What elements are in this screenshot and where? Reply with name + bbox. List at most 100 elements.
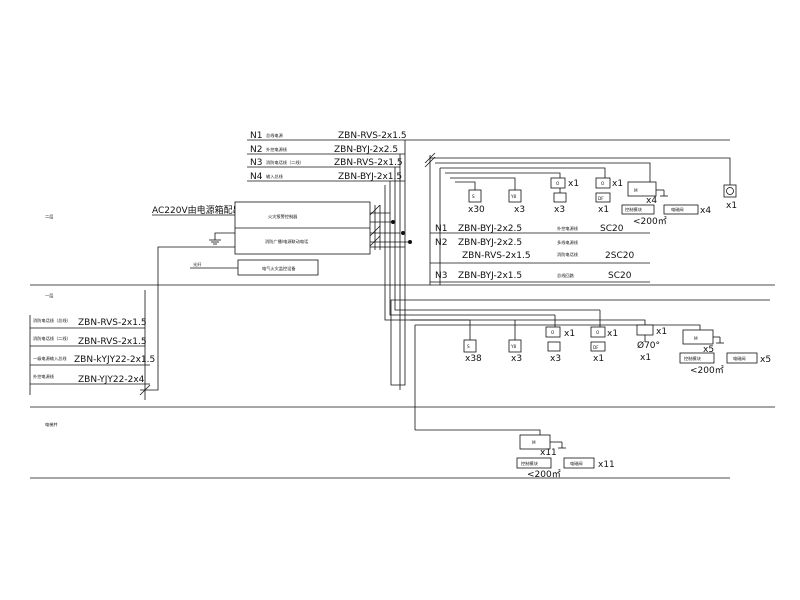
svg-text:x1: x1 bbox=[564, 329, 575, 339]
shaft-motor-label: M bbox=[532, 440, 536, 445]
table-cable-0: ZBN-BYJ-2x2.5 bbox=[458, 224, 522, 234]
svg-text:x4: x4 bbox=[700, 206, 711, 216]
left-cable-1: ZBN-RVS-2x1.5 bbox=[78, 337, 147, 347]
shaft-box-name2: 电磁阀 bbox=[570, 460, 583, 467]
left-cables: 消防电话线（总线） ZBN-RVS-2x1.5 消防电话线（二线） ZBN-RV… bbox=[29, 290, 155, 400]
svg-text:x1: x1 bbox=[726, 201, 737, 211]
table-conduit-3: SC20 bbox=[608, 271, 632, 281]
left-desc-3: 外控电源线 bbox=[33, 373, 55, 380]
shaft-motor-count: x11 bbox=[540, 448, 557, 458]
cable-table: N1 ZBN-BYJ-2x2.5 外控电源线 SC20 N2 ZBN-BYJ-2… bbox=[430, 224, 650, 283]
lower-fan-motor: M x5 控制模块 电磁阀 x5 <200㎡ bbox=[679, 329, 771, 376]
table-desc-0: 外控电源线 bbox=[557, 225, 579, 232]
svg-text:x4: x4 bbox=[646, 196, 657, 206]
power-label: AC220V由电源箱配出回路 bbox=[152, 204, 260, 216]
shaft-fan-count: x11 bbox=[598, 460, 615, 470]
svg-text:O: O bbox=[601, 181, 605, 186]
legend-cable-n3: ZBN-RVS-2x1.5 bbox=[334, 158, 403, 168]
svg-text:<200㎡: <200㎡ bbox=[690, 365, 724, 376]
legend-desc-n1: 总线电源 bbox=[266, 132, 284, 139]
legend-id-n2: N2 bbox=[250, 145, 262, 155]
table-conduit-2: 2SC20 bbox=[605, 251, 634, 261]
legend-id-n1: N1 bbox=[250, 131, 262, 141]
svg-text:S: S bbox=[472, 194, 475, 199]
upper-module-o: O x1 bbox=[550, 177, 579, 189]
table-id-3: N3 bbox=[435, 271, 447, 281]
table-id-0: N1 bbox=[435, 224, 447, 234]
svg-text:Ø70°: Ø70° bbox=[637, 340, 660, 351]
legend-id-n4: N4 bbox=[250, 172, 263, 182]
svg-text:<200㎡: <200㎡ bbox=[633, 216, 667, 227]
svg-text:控制模块: 控制模块 bbox=[684, 355, 702, 362]
left-cable-2: ZBN-kYJY22-2x1.5 bbox=[74, 355, 155, 365]
svg-text:x1: x1 bbox=[612, 179, 623, 189]
svg-text:x1: x1 bbox=[607, 329, 618, 339]
left-desc-0: 消防电话线（总线） bbox=[33, 317, 71, 324]
lower-relay: x1 Ø70° x1 bbox=[636, 324, 667, 363]
fire-controller-label: 火灾报警控制器 bbox=[268, 213, 298, 220]
legend-cable-n4: ZBN-BYJ-2x1.5 bbox=[338, 172, 402, 182]
svg-text:x30: x30 bbox=[468, 205, 485, 215]
lower-heat-detector: Y8 x3 bbox=[508, 339, 522, 364]
svg-text:x3: x3 bbox=[550, 354, 561, 364]
svg-text:x3: x3 bbox=[554, 205, 565, 215]
upper-heat-detector: Y8 x3 bbox=[508, 189, 525, 215]
control-panel: AC220V由电源箱配出回路 火灾报警控制器 消防广播/电源联动电话 电气火灾监… bbox=[140, 201, 410, 391]
svg-text:DF: DF bbox=[598, 196, 604, 201]
svg-text:M: M bbox=[694, 336, 698, 341]
table-id-1: N2 bbox=[435, 238, 447, 248]
svg-text:电磁阀: 电磁阀 bbox=[671, 206, 684, 213]
upper-smoke-detector: S x30 bbox=[468, 189, 485, 215]
legend-desc-n4: 输入总线 bbox=[266, 173, 284, 180]
floor-label-upper: 二层 bbox=[45, 214, 53, 220]
svg-text:x5: x5 bbox=[703, 345, 714, 355]
floor-label-lower: 一层 bbox=[45, 293, 53, 299]
shaft-box-name: 控制模块 bbox=[521, 460, 539, 467]
svg-text:x3: x3 bbox=[511, 354, 522, 364]
left-cable-3: ZBN-YJY22-2x4 bbox=[78, 375, 145, 385]
left-desc-1: 消防电话线（二线） bbox=[33, 335, 71, 342]
svg-text:O: O bbox=[551, 330, 555, 335]
table-cable-1: ZBN-BYJ-2x2.5 bbox=[458, 238, 522, 248]
svg-text:x38: x38 bbox=[465, 354, 482, 364]
svg-text:S: S bbox=[467, 344, 470, 349]
svg-text:控制模块: 控制模块 bbox=[625, 206, 643, 213]
legend-desc-n3: 消防电话线（二线） bbox=[266, 159, 304, 166]
upper-df-module: O x1 DF x1 bbox=[595, 177, 623, 215]
svg-text:电磁阀: 电磁阀 bbox=[733, 355, 746, 362]
svg-text:x1: x1 bbox=[568, 179, 579, 189]
svg-text:x3: x3 bbox=[514, 205, 525, 215]
lower-module-o: O x1 x3 bbox=[545, 326, 575, 364]
table-cable-3: ZBN-BYJ-2x1.5 bbox=[458, 271, 522, 281]
table-cable-2: ZBN-RVS-2x1.5 bbox=[462, 251, 531, 261]
left-cable-0: ZBN-RVS-2x1.5 bbox=[78, 318, 147, 328]
svg-text:DF: DF bbox=[593, 345, 599, 350]
svg-text:x1: x1 bbox=[593, 354, 604, 364]
cable-legend: N1 总线电源 ZBN-RVS-2x1.5 N2 外控电源线 ZBN-BYJ-2… bbox=[247, 131, 730, 182]
shaft-fan-tag: <200㎡ bbox=[527, 469, 561, 480]
legend-id-n3: N3 bbox=[250, 158, 262, 168]
table-conduit-0: SC20 bbox=[600, 224, 624, 234]
floor-label-shaft: 电梯井 bbox=[45, 421, 58, 428]
monitor-tag: 光纤 bbox=[193, 261, 202, 268]
svg-text:O: O bbox=[596, 330, 600, 335]
svg-text:M: M bbox=[634, 188, 638, 193]
lower-df-module: O x1 DF x1 bbox=[590, 326, 618, 364]
svg-text:Y8: Y8 bbox=[510, 194, 517, 199]
table-desc-2: 消防电话线 bbox=[557, 251, 579, 258]
svg-text:x5: x5 bbox=[760, 355, 771, 365]
left-desc-2: 一级电源输入总线 bbox=[33, 355, 67, 362]
linkage-power-label: 消防广播/电源联动电话 bbox=[265, 238, 308, 245]
lower-devices: S x38 Y8 x3 O x1 x3 O x1 DF x1 x1 Ø70° bbox=[463, 324, 771, 376]
upper-horn: x1 bbox=[723, 184, 737, 211]
upper-devices: S x30 Y8 x3 x3 O x1 O x1 DF x1 M bbox=[468, 177, 737, 227]
svg-text:x1: x1 bbox=[640, 353, 651, 363]
upper-bus bbox=[424, 152, 731, 285]
legend-desc-n2: 外控电源线 bbox=[266, 146, 288, 153]
svg-text:x1: x1 bbox=[656, 327, 667, 337]
lower-smoke-detector: S x38 bbox=[463, 339, 482, 364]
svg-text:O: O bbox=[556, 181, 560, 186]
svg-text:Y8: Y8 bbox=[510, 344, 517, 349]
monitor-label: 电气火灾监控设备 bbox=[262, 265, 296, 272]
upper-fan-motor: M x4 控制模块 电磁阀 x4 <200㎡ bbox=[621, 181, 711, 227]
